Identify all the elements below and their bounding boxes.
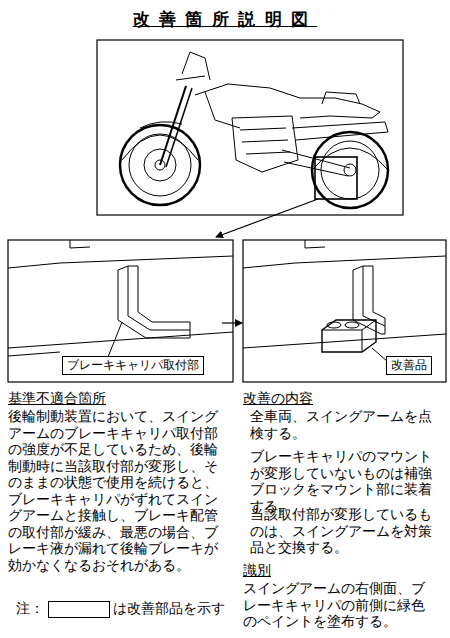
part-label-box: 改善品 — [386, 356, 432, 375]
motorcycle-drawing-part — [344, 164, 356, 176]
after-panel-part — [345, 322, 359, 328]
part-label-text: 改善品 — [391, 358, 427, 373]
motorcycle-drawing-part — [282, 150, 350, 176]
motorcycle-drawing-part — [160, 86, 186, 165]
before-panel-part — [108, 322, 122, 357]
motorcycle-frame — [97, 40, 403, 215]
pointer-arrow-part — [216, 199, 318, 237]
after-panel-part — [327, 322, 341, 328]
part-label-text: ブレーキキャリパ取付部 — [67, 358, 199, 373]
before-panel — [8, 240, 233, 382]
motorcycle-drawing-part — [312, 132, 388, 208]
before-panel-part — [70, 240, 90, 248]
part-label-box: ブレーキキャリパ取付部 — [62, 356, 204, 375]
after-panel-part — [243, 240, 446, 382]
body-text: 後輪制動装置において、スイングアームのブレーキキャリパ取付部の強度が不足している… — [8, 408, 222, 573]
after-panel-part — [322, 320, 376, 352]
motorcycle-drawing-part — [322, 92, 360, 104]
body-text: 当該取付部が変形しているものは、スイングアームを対策品と交換する。 — [250, 506, 436, 556]
before-panel-part — [8, 240, 233, 382]
motorcycle-drawing-part — [312, 148, 388, 170]
before-panel-part — [8, 332, 233, 348]
after-panel-part — [322, 320, 376, 352]
motorcycle-drawing-part — [140, 122, 182, 128]
after-panel-part — [353, 266, 385, 334]
motorcycle-drawing-part — [166, 88, 192, 167]
transition-arrow — [222, 322, 242, 323]
motorcycle-drawing-part — [292, 122, 388, 140]
motorcycle-drawing-part — [122, 135, 198, 160]
after-panel-part — [305, 240, 325, 248]
section-heading: 改善の内容 — [243, 390, 313, 407]
section-heading: 基準不適合箇所 — [8, 390, 106, 407]
motorcycle-drawing-part — [182, 52, 210, 80]
after-panel-part — [243, 334, 446, 348]
before-panel-part — [118, 266, 190, 338]
body-text: スイングアームの右側面、ブレーキキャリパの前側に緑色のペイントを塗布する。 — [243, 580, 431, 630]
diagram-title: 改善箇所説明図 — [0, 8, 450, 30]
motorcycle-drawing-part — [195, 84, 380, 118]
transition-arrow-part — [222, 322, 242, 323]
section-heading: 識別 — [243, 562, 271, 579]
before-panel-part — [128, 266, 190, 330]
body-text: 注： — [16, 600, 44, 617]
motorcycle-drawing-part — [321, 141, 379, 199]
after-panel — [243, 240, 446, 382]
body-text: 全車両、スイングアームを点検する。 — [250, 408, 436, 441]
before-panel-part — [8, 256, 233, 268]
before-panel-part — [8, 352, 60, 356]
body-text: ブレーキキャリパのマウントが変形していないものは補強ブロックをマウント部に装着す… — [250, 448, 436, 514]
motorcycle-drawing — [120, 52, 388, 208]
legend-swatch — [48, 601, 110, 618]
pointer-arrow — [216, 199, 318, 237]
legend-text: は改善部品を示す — [113, 600, 225, 617]
motorcycle-drawing-part — [176, 76, 205, 80]
after-panel-part — [363, 266, 385, 326]
after-panel-part — [243, 256, 446, 268]
motorcycle-drawing-part — [315, 157, 357, 199]
motorcycle-frame-part — [97, 40, 403, 215]
motorcycle-drawing-part — [232, 116, 298, 172]
motorcycle-drawing-part — [205, 92, 240, 128]
